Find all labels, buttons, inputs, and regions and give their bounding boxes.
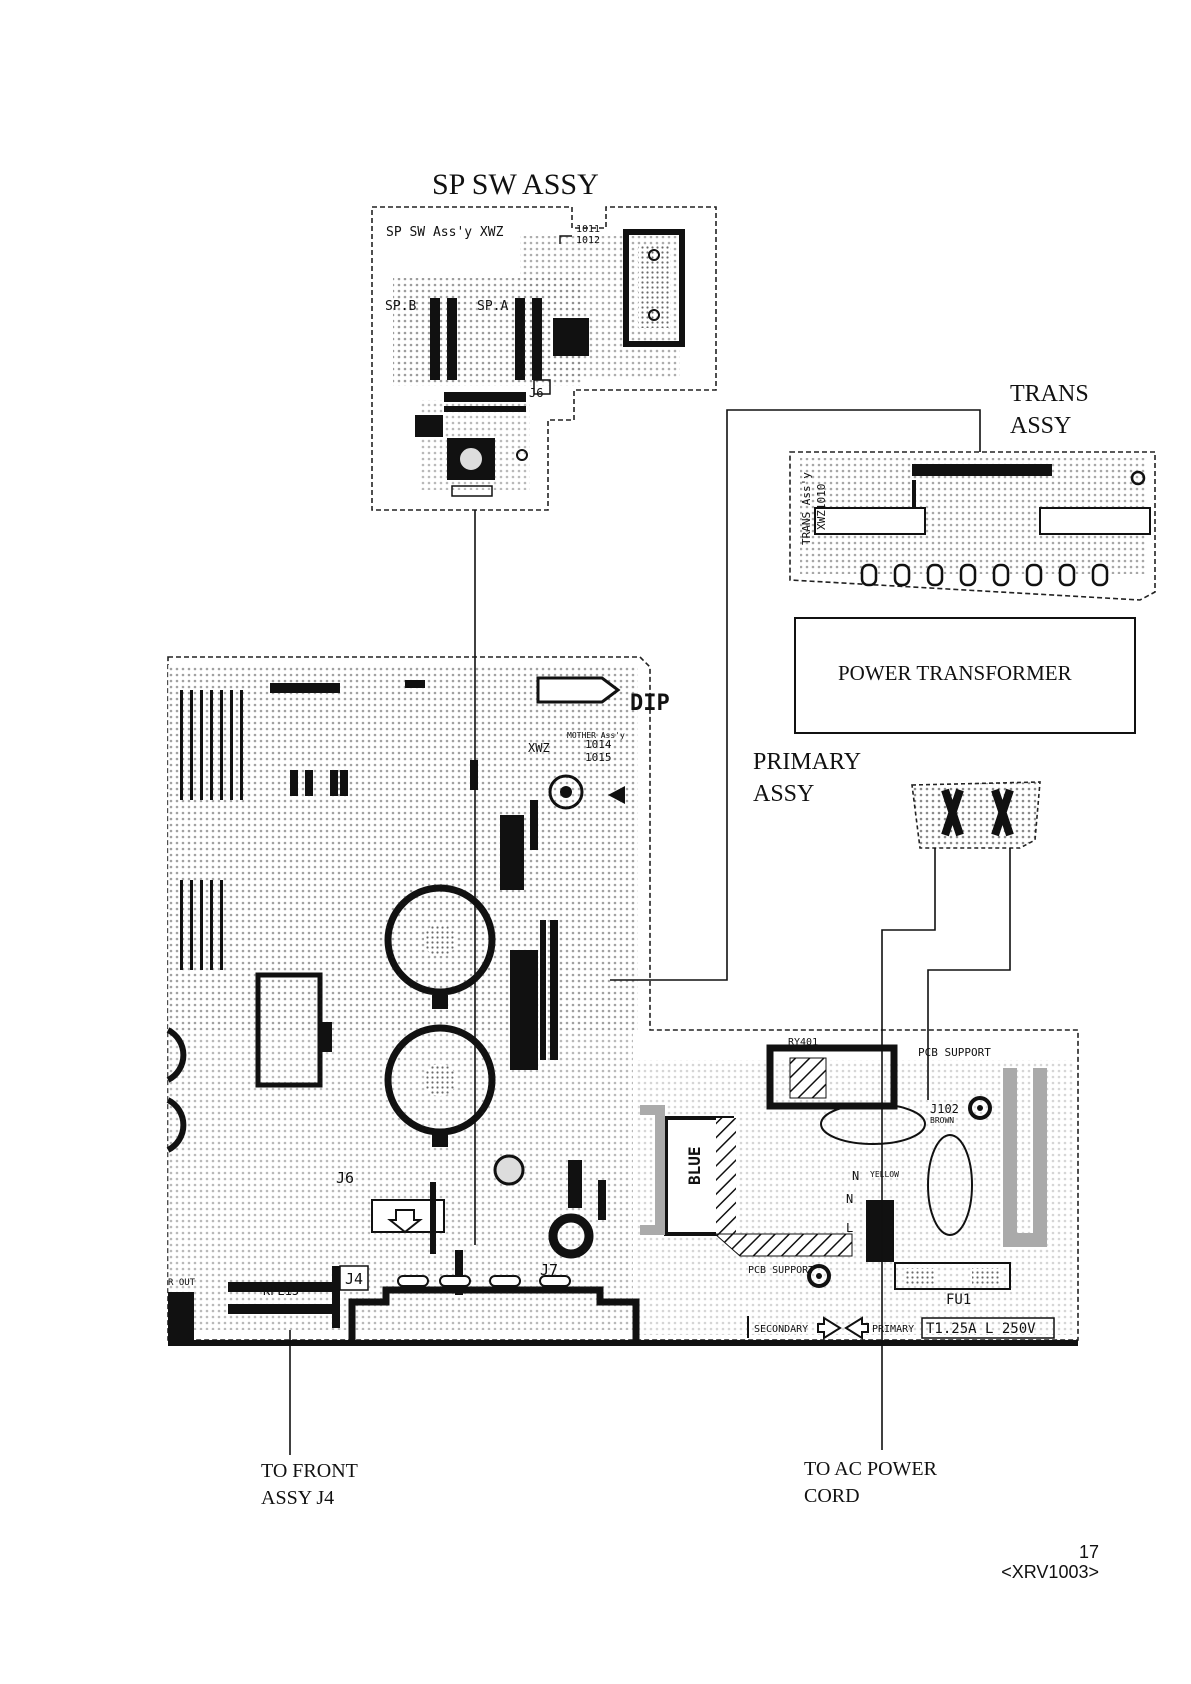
pcb-support-bottom-label: PCB SUPPORT [748,1265,814,1276]
fu1-label: FU1 [946,1292,971,1308]
brown-label: BROWN [930,1116,954,1125]
primary-assy-label: PRIMARY ASSY [753,746,861,810]
mother-assy-label: MOTHER Ass'y [567,731,625,740]
sp-sw-assy-name: SP SW Ass'y XWZ [386,225,504,240]
sp-sw-code2: 1012 [576,235,600,246]
ry401-label: RY401 [788,1037,818,1048]
pcb-support-top-label: PCB SUPPORT [918,1046,991,1059]
trans-xwz: XWZ1010 [815,484,828,530]
n-label-top: N [852,1169,859,1183]
power-transformer-box [794,617,1136,734]
connection-wires [289,409,1011,1455]
n-label: N [846,1192,853,1206]
primary-pcb-label: PRIMARY [872,1324,914,1335]
to-front-line1: TO FRONT [261,1460,358,1482]
mother-code2-label: 1015 [585,751,612,764]
sp-sw-code1: 1011 [576,224,600,235]
mother-xwz-label: XWZ [528,741,550,755]
primary-board [911,781,1041,849]
j4-label: J4 [345,1270,363,1288]
l-label: L [846,1221,853,1235]
primary-assy-line1: PRIMARY [753,749,862,775]
sp-sw-assy-label: SP SW ASSY [432,168,599,201]
kpe15-label: KPE15 [263,1284,299,1298]
sp-a-label: SP.A [477,299,508,314]
j102-label: J102 [930,1102,959,1116]
trans-assy-name: TRANS Ass'y [800,472,813,545]
blue-label: BLUE [685,1146,704,1185]
yellow-label: YELLOW [870,1170,899,1179]
trans-board [789,451,1156,601]
trans-assy-line2: ASSY [1010,413,1072,439]
sp-b-label: SP.B [385,299,416,314]
page-number: 17 [1078,1542,1099,1562]
trans-assy-line1: TRANS [1010,381,1089,407]
primary-assy-line2: ASSY [753,781,815,807]
secondary-label: SECONDARY [754,1324,808,1335]
to-ac-line2: CORD [804,1485,860,1507]
r-out-label: R OUT [168,1278,196,1288]
to-front-line2: ASSY J4 [261,1487,335,1509]
to-front-assy-label: TO FRONT ASSY J4 [261,1458,358,1512]
mother-code1-label: 1014 [585,738,612,751]
j7-label: J7 [540,1261,558,1279]
to-ac-power-cord-label: TO AC POWER CORD [804,1456,937,1510]
sp-sw-board [371,206,717,511]
document-code: <XRV1003> [1001,1562,1099,1582]
power-transformer-label: POWER TRANSFORMER [838,661,1072,685]
to-ac-line1: TO AC POWER [804,1458,937,1480]
page-footer: 17 <XRV1003> [1001,1542,1099,1582]
j6-sp-label: J6 [529,386,543,400]
fuse-rating-label: T1.25A L 250V [926,1321,1036,1337]
mother-board: DIP MOTHER Ass'y XWZ 1014 1015 RY401 PCB… [166,656,1079,1346]
dip-label: DIP [630,691,670,716]
trans-assy-label: TRANS ASSY [1010,378,1089,442]
j6-mother-label: J6 [336,1169,354,1187]
